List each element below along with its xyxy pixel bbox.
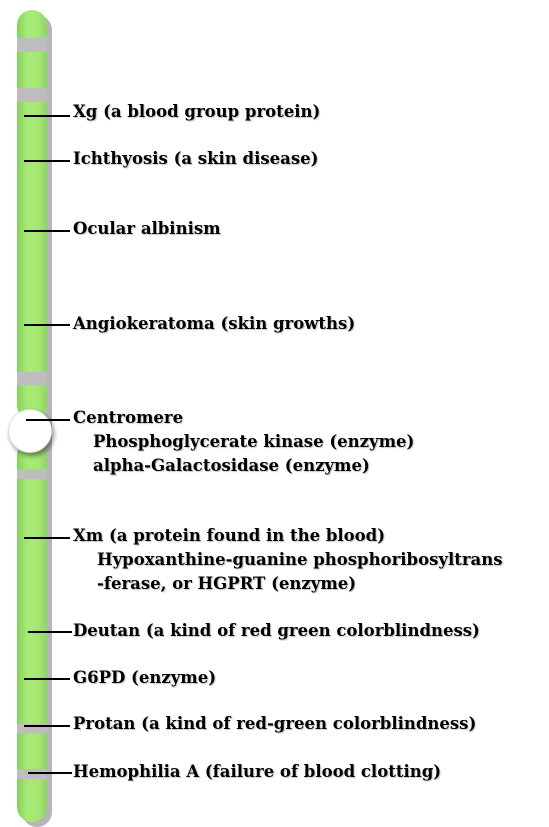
locus-tick (26, 419, 70, 421)
locus-tick (24, 725, 70, 727)
label-alpha-galactosidase: alpha-Galactosidase (enzyme) (93, 456, 370, 476)
label-angiokeratoma: Angiokeratoma (skin growths) (73, 314, 355, 334)
locus-tick (24, 230, 70, 232)
locus-tick (24, 537, 70, 539)
locus-tick (24, 160, 70, 162)
label-hgprt-line1: Hypoxanthine-guanine phosphoribosyltrans (97, 550, 503, 570)
chromosome-band (17, 469, 47, 479)
chromosome-band (17, 372, 47, 385)
label-ocular-albinism: Ocular albinism (73, 219, 221, 239)
centromere-constriction (8, 409, 52, 453)
label-centromere: Centromere (73, 408, 183, 428)
label-phosphoglycerate-kinase: Phosphoglycerate kinase (enzyme) (93, 432, 414, 452)
chromosome-band (17, 38, 47, 52)
label-xm: Xm (a protein found in the blood) (73, 526, 385, 546)
chromosome-p-arm (17, 10, 47, 420)
locus-tick (28, 772, 72, 774)
locus-tick (28, 631, 72, 633)
chromosome-band (17, 88, 47, 102)
label-g6pd: G6PD (enzyme) (73, 668, 216, 688)
label-protan: Protan (a kind of red-green colorblindne… (73, 714, 476, 734)
label-deutan: Deutan (a kind of red green colorblindne… (73, 621, 480, 641)
label-hemophilia-a: Hemophilia A (failure of blood clotting) (73, 762, 441, 782)
locus-tick (24, 324, 70, 326)
chromosome-band (17, 769, 47, 779)
label-hgprt-line2: -ferase, or HGPRT (enzyme) (97, 574, 356, 594)
locus-tick (24, 115, 70, 117)
label-ichthyosis: Ichthyosis (a skin disease) (73, 149, 318, 169)
label-xg: Xg (a blood group protein) (73, 102, 320, 122)
locus-tick (24, 678, 70, 680)
